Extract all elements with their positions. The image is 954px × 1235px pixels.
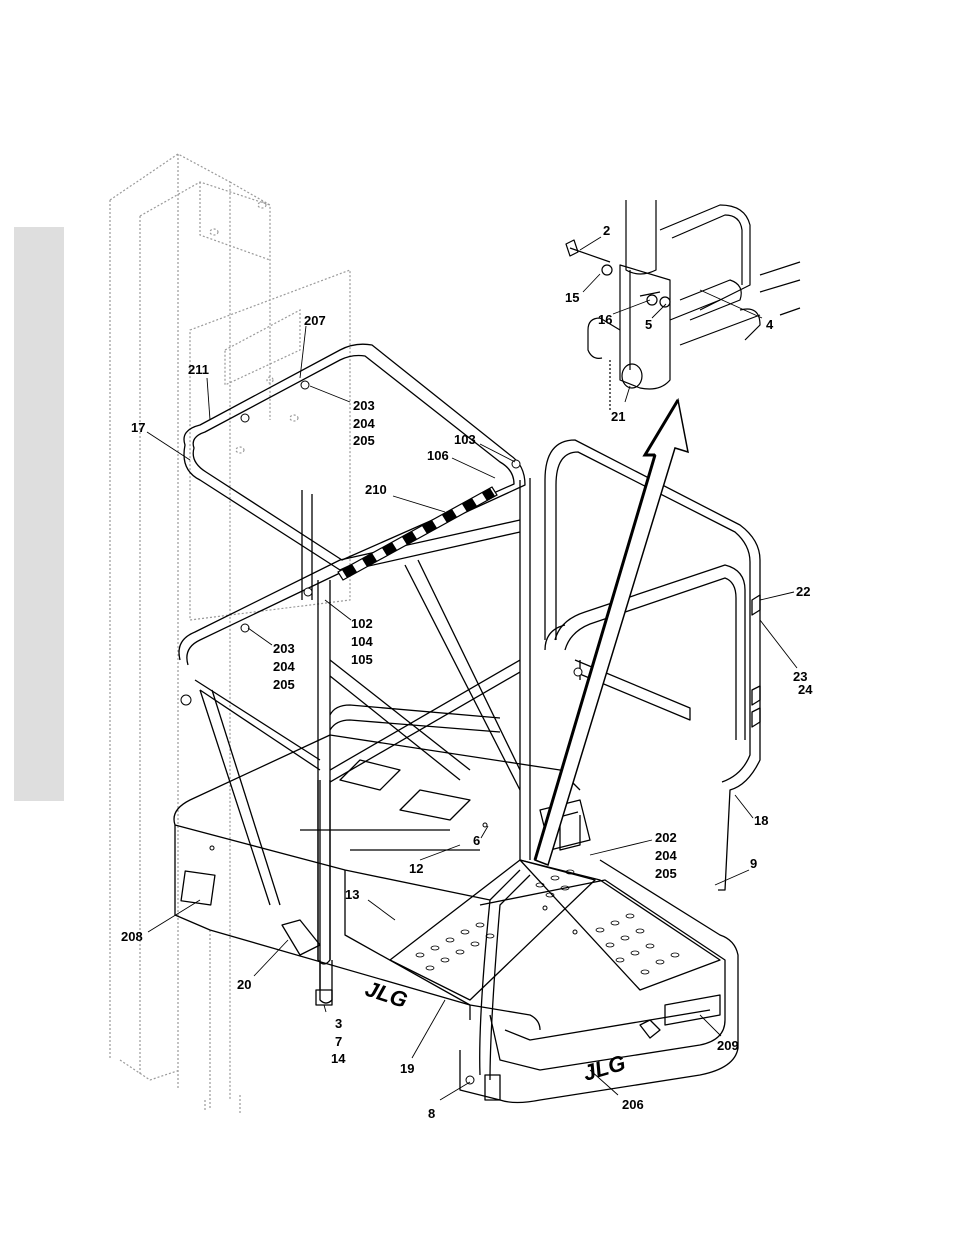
leader-lines xyxy=(147,237,797,1100)
callout-205-right: 205 xyxy=(655,866,677,881)
callout-208: 208 xyxy=(121,929,143,944)
callout-20: 20 xyxy=(237,977,251,992)
hazard-stripe-bar xyxy=(338,487,497,580)
callout-105: 105 xyxy=(351,652,373,667)
jlg-logo-front: JLG xyxy=(580,1050,628,1086)
callout-21: 21 xyxy=(611,409,625,424)
callout-206: 206 xyxy=(622,1097,644,1112)
callout-labels: 2 15 16 5 4 21 207 211 203 204 205 17 10… xyxy=(121,223,813,1121)
callout-17: 17 xyxy=(131,420,145,435)
callout-106: 106 xyxy=(427,448,449,463)
callout-205-lower: 205 xyxy=(273,677,295,692)
callout-18: 18 xyxy=(754,813,768,828)
callout-8: 8 xyxy=(428,1106,435,1121)
callout-13: 13 xyxy=(345,887,359,902)
callout-210: 210 xyxy=(365,482,387,497)
callout-103: 103 xyxy=(454,432,476,447)
callout-102: 102 xyxy=(351,616,373,631)
callout-203-lower: 203 xyxy=(273,641,295,656)
callout-207: 207 xyxy=(304,313,326,328)
callout-203-upper: 203 xyxy=(353,398,375,413)
callout-211: 211 xyxy=(188,362,209,377)
callout-14: 14 xyxy=(331,1051,346,1066)
callout-9: 9 xyxy=(750,856,757,871)
callout-24: 24 xyxy=(798,682,813,697)
callout-209: 209 xyxy=(717,1038,739,1053)
mast-column xyxy=(110,154,350,1115)
callout-22: 22 xyxy=(796,584,810,599)
callout-6: 6 xyxy=(473,833,480,848)
callout-204-lower: 204 xyxy=(273,659,295,674)
callout-5: 5 xyxy=(645,317,652,332)
callout-202: 202 xyxy=(655,830,677,845)
callout-16: 16 xyxy=(598,312,612,327)
callout-104: 104 xyxy=(351,634,373,649)
callout-3: 3 xyxy=(335,1016,342,1031)
callout-204-upper: 204 xyxy=(353,416,375,431)
callout-2: 2 xyxy=(603,223,610,238)
callout-15: 15 xyxy=(565,290,579,305)
callout-4: 4 xyxy=(766,317,774,332)
callout-7: 7 xyxy=(335,1034,342,1049)
callout-205-upper: 205 xyxy=(353,433,375,448)
callout-204-right: 204 xyxy=(655,848,677,863)
hinge-detail-inset xyxy=(566,200,800,410)
callout-12: 12 xyxy=(409,861,423,876)
jlg-logo-side: JLG xyxy=(362,976,410,1013)
callout-19: 19 xyxy=(400,1061,414,1076)
